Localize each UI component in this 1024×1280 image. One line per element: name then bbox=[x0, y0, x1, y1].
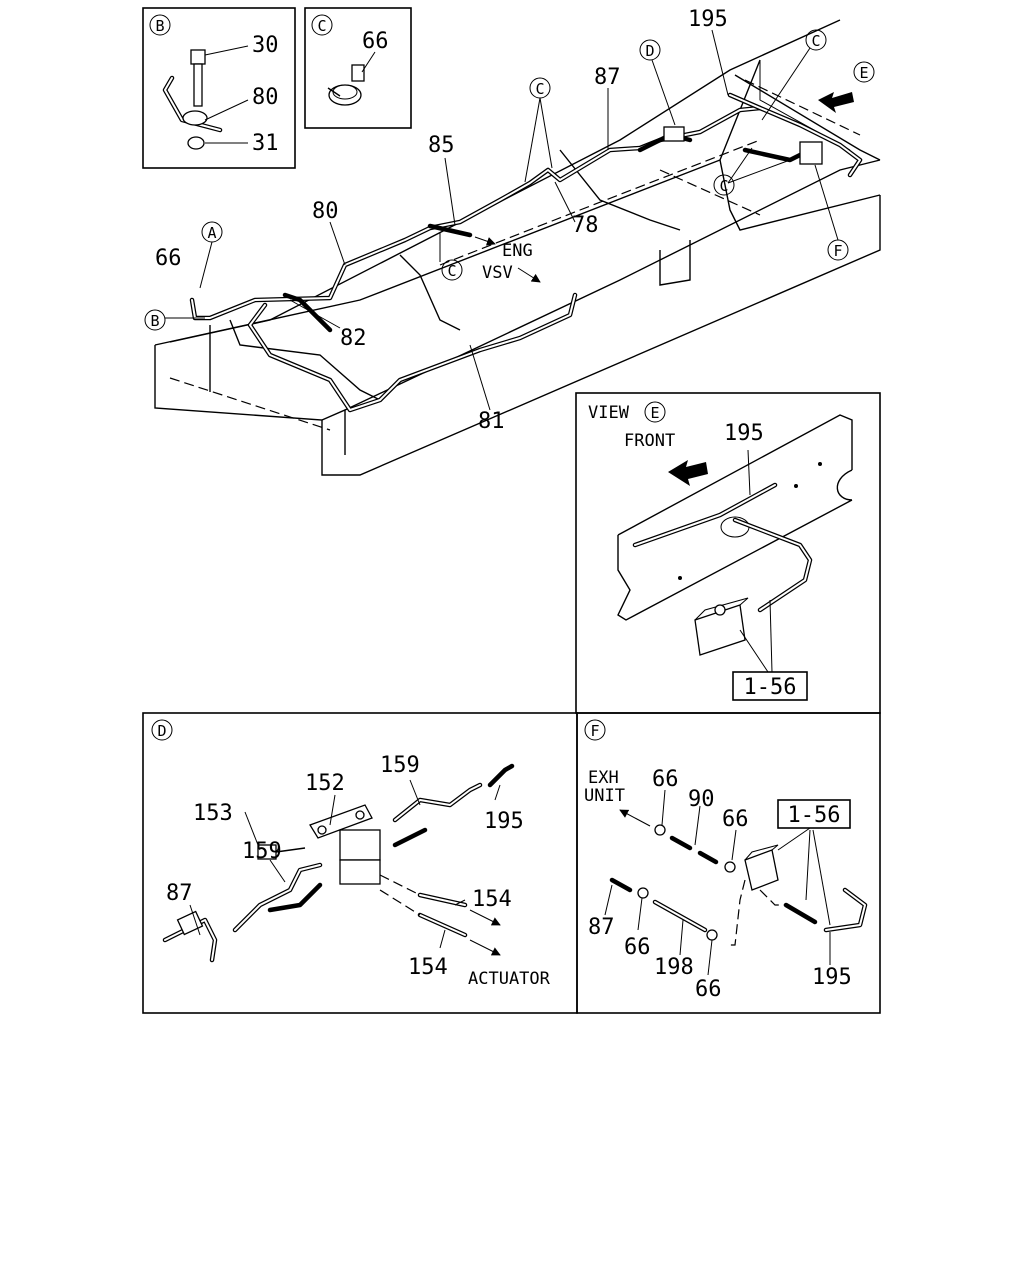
callout-a: A bbox=[207, 224, 216, 242]
main-view: A B C C C C D E F 195 87 85 80 66 78 82 … bbox=[144, 7, 881, 476]
clamp-66-b bbox=[724, 861, 736, 873]
part-66-a: 66 bbox=[652, 767, 679, 792]
detail-c-circle: C bbox=[317, 17, 326, 35]
part-90: 90 bbox=[688, 787, 715, 812]
part-195: 195 bbox=[812, 965, 852, 990]
ref-1-56: 1-56 bbox=[788, 803, 841, 828]
part-66: 66 bbox=[362, 29, 389, 54]
part-82: 82 bbox=[340, 326, 367, 351]
bolt-head bbox=[190, 49, 206, 65]
callout-c-2: C bbox=[447, 262, 456, 280]
valve-block-upper bbox=[339, 829, 381, 861]
bolt-shank bbox=[193, 63, 203, 107]
view-e-circle: E bbox=[650, 404, 659, 422]
detail-c: C 66 bbox=[304, 7, 412, 129]
callout-e: E bbox=[859, 64, 868, 82]
chassis-frame bbox=[154, 19, 881, 476]
part-85: 85 bbox=[428, 133, 455, 158]
view-e: VIEW E FRONT 1-56 195 bbox=[575, 392, 881, 714]
label-exh: EXH bbox=[588, 768, 619, 788]
part-81: 81 bbox=[478, 409, 505, 434]
part-66-b: 66 bbox=[722, 807, 749, 832]
clamp-66-d bbox=[706, 929, 718, 941]
ref-1-56: 1-56 bbox=[744, 675, 797, 700]
part-159-upper: 159 bbox=[380, 753, 420, 778]
callout-c-4: C bbox=[719, 177, 728, 195]
part-87: 87 bbox=[594, 65, 621, 90]
arrow-eng bbox=[474, 236, 496, 246]
clamp-66-a bbox=[654, 824, 666, 836]
vsv-unit bbox=[744, 849, 779, 891]
callout-c-1: C bbox=[535, 80, 544, 98]
part-80: 80 bbox=[252, 85, 279, 110]
part-195: 195 bbox=[484, 809, 524, 834]
view-e-title: VIEW bbox=[588, 403, 630, 423]
part-154-lower: 154 bbox=[408, 955, 448, 980]
part-87: 87 bbox=[588, 915, 615, 940]
label-actuator: ACTUATOR bbox=[468, 969, 551, 989]
callout-c-3: C bbox=[811, 32, 820, 50]
part-159-lower: 159 bbox=[242, 839, 282, 864]
part-195: 195 bbox=[688, 7, 728, 32]
part-78: 78 bbox=[572, 213, 599, 238]
callout-d: D bbox=[645, 42, 654, 60]
ref-box-1-56 bbox=[777, 799, 851, 829]
part-66: 66 bbox=[155, 246, 182, 271]
part-154-upper: 154 bbox=[472, 887, 512, 912]
part-195: 195 bbox=[724, 421, 764, 446]
arrow-vsv bbox=[517, 267, 541, 283]
clip bbox=[182, 110, 208, 126]
part-198: 198 bbox=[654, 955, 694, 980]
part-31: 31 bbox=[252, 131, 279, 156]
detail-d-circle: D bbox=[157, 722, 166, 740]
nut bbox=[187, 136, 205, 150]
label-unit: UNIT bbox=[584, 786, 625, 806]
detail-f-circle: F bbox=[590, 722, 599, 740]
detail-b-circle: B bbox=[155, 17, 164, 35]
part-152: 152 bbox=[305, 771, 345, 796]
callout-f: F bbox=[833, 242, 842, 260]
label-vsv: VSV bbox=[482, 263, 513, 283]
callout-circles: A B C C C C D E F bbox=[144, 29, 875, 331]
leader-lines bbox=[165, 29, 839, 411]
part-66-c: 66 bbox=[624, 935, 651, 960]
front-arrow bbox=[668, 460, 708, 486]
part-30: 30 bbox=[252, 33, 279, 58]
detail-f: F EXH UNIT 1-56 66 90 66 87 bbox=[576, 712, 881, 1014]
part-66-d: 66 bbox=[695, 977, 722, 1002]
part-87: 87 bbox=[166, 881, 193, 906]
view-e-direction-arrow bbox=[818, 92, 854, 113]
pipe-routing bbox=[189, 92, 863, 413]
detail-d: D 152 153 159 159 bbox=[142, 712, 578, 1014]
ref-box-1-56 bbox=[732, 671, 808, 701]
label-front: FRONT bbox=[624, 431, 675, 451]
part-153: 153 bbox=[193, 801, 233, 826]
callout-b: B bbox=[150, 312, 159, 330]
valve-block-lower bbox=[339, 859, 381, 885]
label-eng: ENG bbox=[502, 241, 533, 261]
part-80: 80 bbox=[312, 199, 339, 224]
clamp-66-c bbox=[637, 887, 649, 899]
detail-b: B 30 80 31 bbox=[142, 7, 296, 169]
